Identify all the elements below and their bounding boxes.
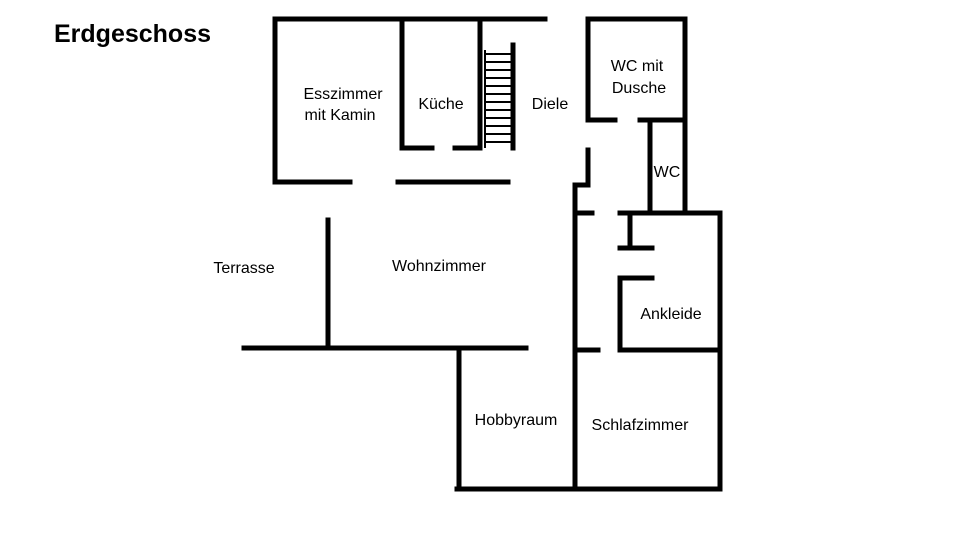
- room-label-terrasse: Terrasse: [213, 260, 274, 277]
- staircase: [484, 50, 511, 148]
- room-label-diele: Diele: [532, 96, 569, 113]
- room-label-esszimmer-line1: Esszimmer: [303, 86, 383, 103]
- room-label-wc: WC: [654, 164, 681, 181]
- room-label-kueche: Küche: [418, 96, 463, 113]
- room-label-hobbyraum: Hobbyraum: [475, 412, 558, 429]
- room-label-ankleide: Ankleide: [640, 306, 701, 323]
- page-title: Erdgeschoss: [54, 20, 212, 48]
- room-label-wohnzimmer: Wohnzimmer: [392, 258, 487, 275]
- room-label-esszimmer-line2: mit Kamin: [304, 107, 375, 124]
- room-label-schlafzimmer: Schlafzimmer: [592, 417, 690, 434]
- room-label-wc-dusche-line2: Dusche: [612, 80, 666, 97]
- room-labels: Esszimmer mit Kamin Küche Diele WC mit D…: [213, 58, 701, 434]
- walls: [241, 16, 723, 492]
- room-label-wc-dusche-line1: WC mit: [611, 58, 664, 75]
